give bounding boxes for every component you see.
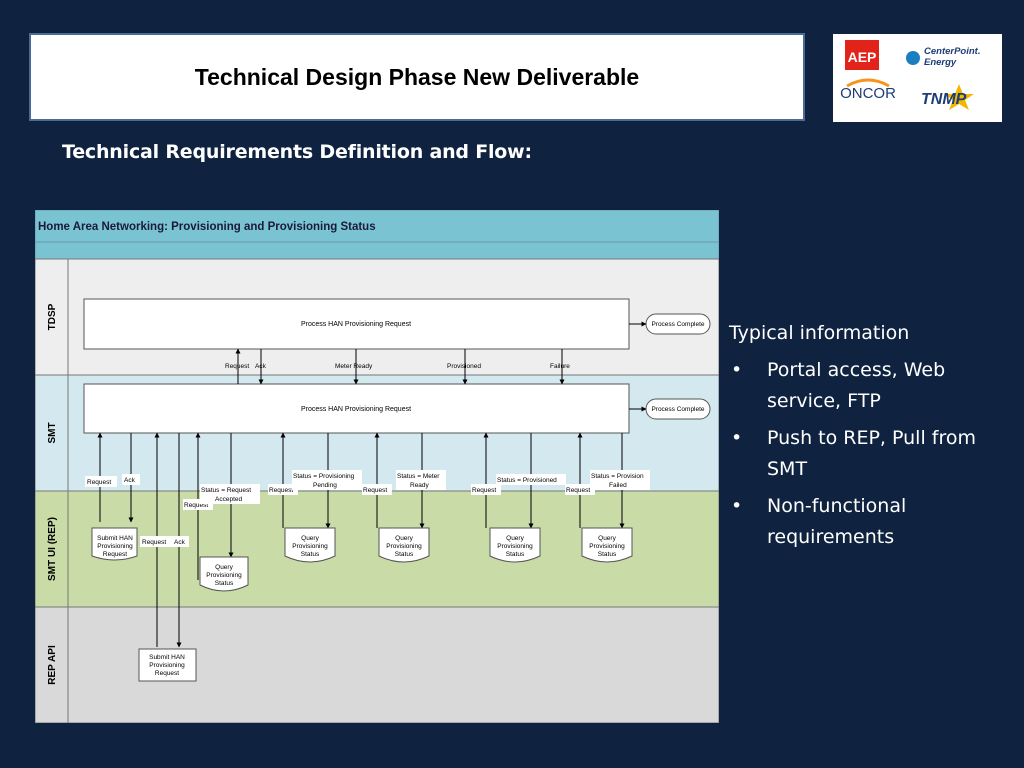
info-panel: Typical information • Portal access, Web … bbox=[729, 318, 1009, 559]
rep-ack-label-1: Ack bbox=[124, 477, 136, 484]
svg-text:Energy: Energy bbox=[924, 57, 957, 68]
info-list: • Portal access, Web service, FTP • Push t… bbox=[729, 355, 1009, 553]
status-accepted-label: Status = Request bbox=[201, 487, 251, 494]
smt-process-complete-label: Process Complete bbox=[651, 406, 704, 413]
diagram-canvas: Home Area Networking: Provisioning and P… bbox=[34, 209, 720, 724]
rep-request-label-2: Request bbox=[184, 502, 208, 509]
swimlane-diagram: Home Area Networking: Provisioning and P… bbox=[34, 209, 720, 724]
tdsp-process-complete-label: Process Complete bbox=[651, 321, 704, 328]
svg-text:Request: Request bbox=[103, 551, 127, 558]
api-submit-node bbox=[138, 648, 197, 682]
diagram-title: Home Area Networking: Provisioning and P… bbox=[38, 221, 376, 233]
submit-han-node bbox=[91, 527, 138, 561]
info-item: • Push to REP, Pull from SMT bbox=[729, 423, 1009, 485]
query-node-5 bbox=[581, 527, 633, 563]
status-provisioned-label: Status = Provisioned bbox=[497, 477, 557, 484]
svg-text:Failed: Failed bbox=[609, 482, 627, 489]
lane-label-rep-api: REP API bbox=[47, 645, 58, 685]
svg-text:Provisioning: Provisioning bbox=[497, 543, 533, 550]
rep-request-label-4: Request bbox=[363, 487, 387, 494]
info-item: • Portal access, Web service, FTP bbox=[729, 355, 1009, 417]
svg-text:Status: Status bbox=[395, 551, 414, 558]
svg-text:Provisioning: Provisioning bbox=[589, 543, 625, 550]
partner-logos: AEP CenterPoint. Energy ONCOR TNMP bbox=[840, 40, 980, 110]
svg-text:Query: Query bbox=[395, 535, 413, 542]
status-failed-label: Status = Provision bbox=[591, 473, 644, 480]
api-submit-label: Submit HAN bbox=[149, 654, 185, 661]
info-item-text: Non-functional requirements bbox=[767, 495, 907, 548]
logo-panel: AEP CenterPoint. Energy ONCOR TNMP bbox=[833, 34, 1002, 122]
svg-text:AEP: AEP bbox=[848, 49, 877, 65]
page-title: Technical Design Phase New Deliverable bbox=[194, 63, 640, 90]
oncor-logo: ONCOR bbox=[840, 78, 896, 102]
svg-text:Provisioning: Provisioning bbox=[149, 662, 185, 669]
svg-text:Request: Request bbox=[155, 670, 179, 677]
query-nodes: Query Provisioning Status Query Provisio… bbox=[199, 527, 633, 592]
info-item-text: Portal access, Web service, FTP bbox=[767, 359, 946, 412]
centerpoint-logo: CenterPoint. Energy bbox=[906, 46, 980, 68]
svg-text:CenterPoint.: CenterPoint. bbox=[924, 46, 980, 57]
rep-request-label-3: Request bbox=[269, 487, 293, 494]
meter-ready-label: Meter Ready bbox=[335, 363, 373, 370]
bullet-icon: • bbox=[731, 359, 743, 381]
tdsp-ack-label: Ack bbox=[255, 363, 267, 370]
svg-text:Provisioning: Provisioning bbox=[386, 543, 422, 550]
svg-text:Provisioning: Provisioning bbox=[206, 572, 242, 579]
svg-text:Status: Status bbox=[215, 580, 234, 587]
svg-text:Pending: Pending bbox=[313, 482, 337, 489]
info-heading: Typical information bbox=[729, 322, 910, 344]
svg-text:Status: Status bbox=[301, 551, 320, 558]
bullet-icon: • bbox=[731, 495, 743, 517]
tnmp-logo: TNMP bbox=[921, 84, 974, 110]
lane-label-smt-ui: SMT UI (REP) bbox=[47, 517, 58, 581]
svg-text:Query: Query bbox=[506, 535, 524, 542]
query-node-2 bbox=[284, 527, 336, 563]
submit-han-label-1: Submit HAN bbox=[97, 535, 133, 542]
bullet-icon: • bbox=[731, 427, 743, 449]
info-item-text: Push to REP, Pull from SMT bbox=[767, 427, 976, 480]
provisioned-label: Provisioned bbox=[447, 363, 481, 370]
svg-text:Provisioning: Provisioning bbox=[97, 543, 133, 550]
status-pending-label: Status = Provisioning bbox=[293, 473, 355, 480]
lane-label-smt: SMT bbox=[47, 422, 58, 443]
svg-text:TNMP: TNMP bbox=[921, 91, 967, 108]
svg-text:Accepted: Accepted bbox=[215, 496, 242, 503]
diagram-header bbox=[34, 209, 720, 243]
svg-text:Query: Query bbox=[215, 564, 233, 571]
tdsp-process-label: Process HAN Provisioning Request bbox=[301, 321, 411, 328]
svg-text:Query: Query bbox=[301, 535, 319, 542]
query-node-4 bbox=[489, 527, 541, 563]
section-subtitle: Technical Requirements Definition and Fl… bbox=[62, 141, 532, 163]
rep-request-label-1: Request bbox=[87, 479, 111, 486]
title-box: Technical Design Phase New Deliverable bbox=[29, 33, 805, 121]
lane-label-tdsp: TDSP bbox=[47, 303, 58, 330]
query-node-3 bbox=[378, 527, 430, 563]
rep-request-label-5: Request bbox=[472, 487, 496, 494]
failure-label: Failure bbox=[550, 363, 570, 370]
info-item: • Non-functional requirements bbox=[729, 491, 1009, 553]
smt-rep-labels: Request Ack Request Status = Request Acc… bbox=[85, 470, 650, 510]
aep-logo: AEP bbox=[845, 40, 879, 70]
status-meter-ready-label: Status = Meter bbox=[397, 473, 440, 480]
tdsp-request-label: Request bbox=[225, 363, 249, 370]
svg-text:Provisioning: Provisioning bbox=[292, 543, 328, 550]
svg-text:Status: Status bbox=[598, 551, 617, 558]
api-request-label: Request bbox=[142, 539, 166, 546]
api-ack-label: Ack bbox=[174, 539, 186, 546]
lane-rep-api bbox=[34, 606, 720, 724]
svg-text:Ready: Ready bbox=[410, 482, 430, 489]
query-node-1 bbox=[199, 556, 249, 592]
svg-text:ONCOR: ONCOR bbox=[840, 85, 896, 102]
tdsp-process-box bbox=[83, 298, 630, 350]
rep-request-label-6: Request bbox=[566, 487, 590, 494]
svg-text:Query: Query bbox=[598, 535, 616, 542]
svg-text:Status: Status bbox=[506, 551, 525, 558]
smt-process-label: Process HAN Provisioning Request bbox=[301, 406, 411, 413]
